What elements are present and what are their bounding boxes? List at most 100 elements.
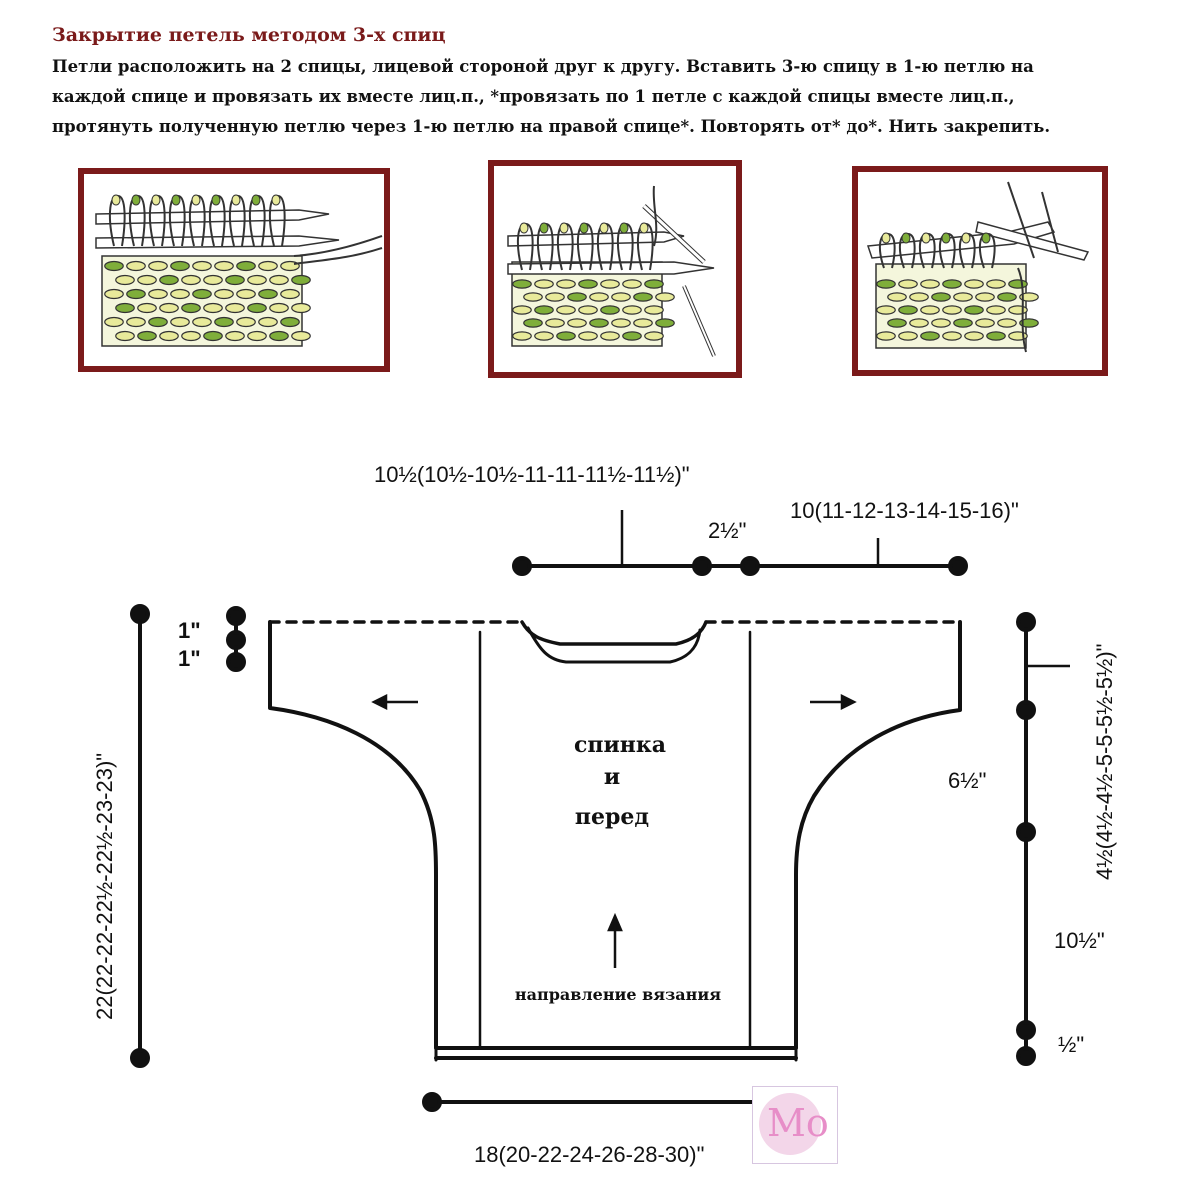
dim-dot [1016,1020,1036,1040]
stitch [920,305,940,315]
stitch [148,316,168,328]
stitch [280,316,300,328]
stitch [236,288,256,300]
arrow-up-icon [607,912,623,968]
stitch [203,274,223,286]
knitting-direction-label: направление вязания [515,985,721,1004]
stitch [192,288,212,300]
dim-dot [948,556,968,576]
dim-dot [226,606,246,626]
dim-dot [130,1048,150,1068]
stitch [567,292,587,302]
stitch [192,316,212,328]
stitch [920,279,940,289]
illustration-step-3 [852,166,1108,376]
stitch [247,274,267,286]
stitch [115,274,135,286]
loop-knot [881,232,891,244]
sleeve-width-label: 10(11-12-13-14-15-16)" [790,498,1019,523]
loop-knot [619,222,629,234]
stitch [578,279,598,289]
stitch [534,331,554,341]
neck-width-label: 2½" [708,518,746,543]
stitch [137,274,157,286]
stitch [611,292,631,302]
stitch [170,288,190,300]
arrow-right-icon [810,693,857,711]
stitch [1019,318,1039,328]
stitch [986,279,1006,289]
stitch [909,292,929,302]
stitch [942,279,962,289]
stitch [556,305,576,315]
loop-knot [111,194,121,206]
stitch [203,302,223,314]
stitch [986,331,1006,341]
stitch [633,318,653,328]
stitch [997,292,1017,302]
dim-dot [226,630,246,650]
stitch [137,330,157,342]
loop-knot [191,194,201,206]
stitch [258,260,278,272]
stitch [534,279,554,289]
stitch [159,330,179,342]
stitch [269,302,289,314]
stitch [578,331,598,341]
knitting-step-3-drawing [866,181,1090,353]
stitch [181,330,201,342]
stitch [644,279,664,289]
piece-label-front: перед [575,804,649,830]
armhole-label: 6½" [948,768,986,793]
arrow-left-icon [371,693,418,711]
stitch [247,330,267,342]
loop-knot [901,232,911,244]
shoulder-label-1: 1" [178,618,201,643]
loop-knot [271,194,281,206]
dim-dot [1016,700,1036,720]
stitch [545,318,565,328]
stitch [291,302,311,314]
third-needle [975,221,1090,261]
stitch [600,331,620,341]
stitch [611,318,631,328]
knitting-step-1-drawing [95,194,383,347]
stitch [280,288,300,300]
instruction-line-1: Петли расположить на 2 спицы, лицевой ст… [52,57,1034,76]
loop-knot [599,222,609,234]
stitch [1008,279,1028,289]
stitch [258,316,278,328]
loop-knot [171,194,181,206]
stitch [931,292,951,302]
yarn-tail-2 [293,247,383,265]
stitch [269,274,289,286]
stitch [170,260,190,272]
fabric-stitches [512,279,675,341]
stitch [622,305,642,315]
stitch [876,279,896,289]
stitch [975,292,995,302]
stitch [964,331,984,341]
stitch [589,292,609,302]
stitch [203,330,223,342]
stitch [964,279,984,289]
stitch [633,292,653,302]
stitch [589,318,609,328]
stitch [512,331,532,341]
stitch [600,305,620,315]
stitch [600,279,620,289]
piece-label-and: и [604,764,620,790]
length-label: 22(22-22-22½-22½-23-23)" [92,753,117,1020]
garment-schematic: 10½(10½-10½-11-11-11½-11½)" 2½" 10(11-12… [92,462,1117,1167]
loop-knot [231,194,241,206]
stitch [214,316,234,328]
stitch [887,292,907,302]
garment-outline [268,620,962,1050]
instruction-line-3: протянуть полученную петлю через 1-ю пет… [52,117,1051,136]
stitch [181,274,201,286]
needle-loops [516,222,654,271]
stitch [126,260,146,272]
stitch [269,330,289,342]
stitch [986,305,1006,315]
stitch [887,318,907,328]
